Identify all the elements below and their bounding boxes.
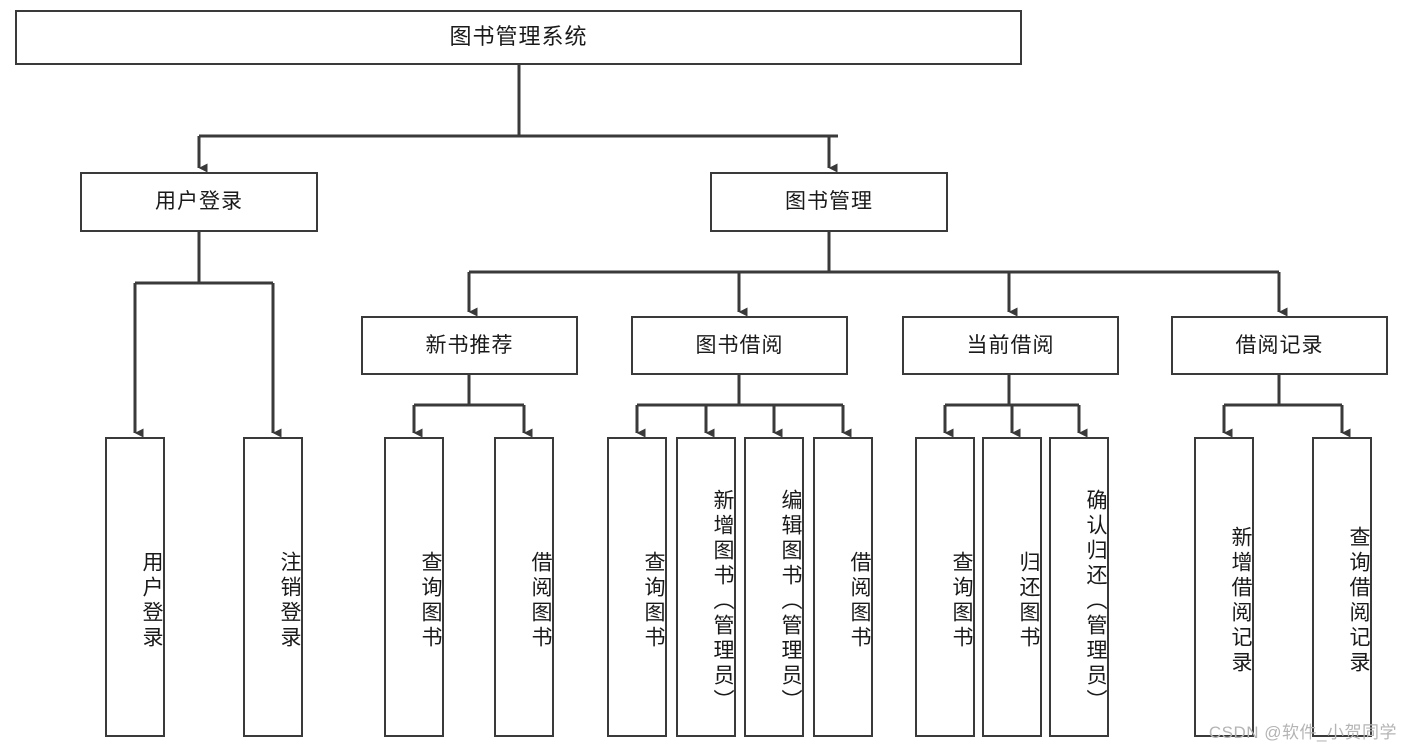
leaf-borrow-record-query[interactable]: 查询借阅记录 [1312,437,1372,737]
node-book-management[interactable]: 图书管理 [710,172,948,232]
node-root-system[interactable]: 图书管理系统 [15,10,1022,65]
leaf-user-login-logout[interactable]: 注销登录 [243,437,303,737]
node-user-login[interactable]: 用户登录 [80,172,318,232]
leaf-current-borrow-return[interactable]: 归还图书 [982,437,1042,737]
leaf-user-login-login[interactable]: 用户登录 [105,437,165,737]
leaf-book-borrow-borrow[interactable]: 借阅图书 [813,437,873,737]
leaf-book-borrow-query[interactable]: 查询图书 [607,437,667,737]
node-new-book-recommend[interactable]: 新书推荐 [361,316,578,375]
node-current-borrow[interactable]: 当前借阅 [902,316,1119,375]
leaf-current-borrow-query[interactable]: 查询图书 [915,437,975,737]
leaf-book-borrow-edit-admin[interactable]: 编辑图书（管理员） [744,437,804,737]
leaf-new-book-borrow[interactable]: 借阅图书 [494,437,554,737]
leaf-current-borrow-confirm-admin[interactable]: 确认归还（管理员） [1049,437,1109,737]
leaf-borrow-record-add[interactable]: 新增借阅记录 [1194,437,1254,737]
leaf-book-borrow-add-admin[interactable]: 新增图书（管理员） [676,437,736,737]
node-borrow-record[interactable]: 借阅记录 [1171,316,1388,375]
leaf-new-book-query[interactable]: 查询图书 [384,437,444,737]
node-book-borrow[interactable]: 图书借阅 [631,316,848,375]
